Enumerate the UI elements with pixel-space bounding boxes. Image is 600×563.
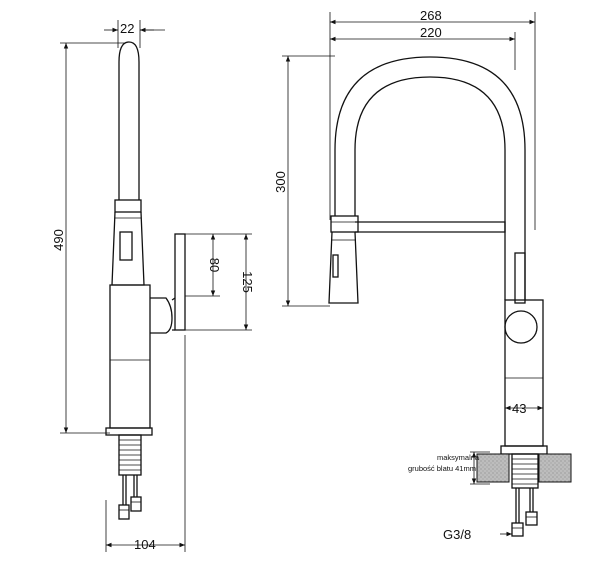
dim-g38-label: G3/8 — [443, 527, 471, 542]
countertop-section — [476, 453, 572, 483]
front-threaded-shank — [511, 453, 539, 489]
front-spray-head — [328, 231, 359, 304]
dim-80-label: 80 — [207, 258, 222, 272]
dim-220-label: 220 — [420, 25, 442, 40]
side-body — [109, 284, 151, 429]
front-hoses — [511, 488, 538, 537]
front-spray-button — [332, 254, 339, 278]
front-spout-outer — [334, 56, 526, 245]
front-lever — [514, 252, 526, 304]
dim-125-label: 125 — [240, 271, 255, 293]
dim-body: 43 — [505, 401, 543, 416]
side-view: 22 490 — [51, 20, 255, 552]
side-base-plate — [105, 427, 153, 436]
side-spray-head — [111, 211, 145, 286]
dim-22-label: 22 — [120, 21, 134, 36]
side-spray-button — [119, 231, 133, 261]
dim-side-height: 490 — [51, 42, 125, 434]
dim-side-top: 22 — [104, 20, 165, 48]
note-line-1: maksymalna — [437, 453, 480, 462]
front-body — [504, 299, 544, 447]
dim-300-label: 300 — [273, 171, 288, 193]
side-spray-collar — [114, 199, 142, 213]
front-spray-collar — [330, 215, 359, 233]
front-spout-inner — [354, 76, 506, 245]
note-line-2: grubość blatu 41mm — [408, 464, 476, 473]
side-handle-lever — [174, 233, 186, 331]
side-threaded-shank — [118, 434, 142, 476]
dim-490-label: 490 — [51, 229, 66, 251]
front-base-plate — [500, 445, 548, 455]
front-view: 268 220 300 43 — [273, 8, 572, 542]
side-hoses — [118, 475, 142, 520]
dim-268-label: 268 — [420, 8, 442, 23]
dim-front-height: 300 — [273, 55, 335, 307]
countertop-note: maksymalna grubość blatu 41mm — [408, 451, 490, 485]
dim-handle: 80 125 — [185, 233, 255, 331]
dim-104-label: 104 — [134, 537, 156, 552]
front-handle-knob — [504, 310, 538, 344]
side-spout-tube — [118, 41, 140, 200]
side-handle-joint — [150, 297, 173, 334]
dim-43-label: 43 — [512, 401, 526, 416]
dim-connector: G3/8 — [443, 527, 512, 542]
dim-side-base: 104 — [105, 335, 186, 552]
dim-front-width: 268 220 — [329, 8, 536, 230]
front-holder-arm — [355, 221, 506, 233]
